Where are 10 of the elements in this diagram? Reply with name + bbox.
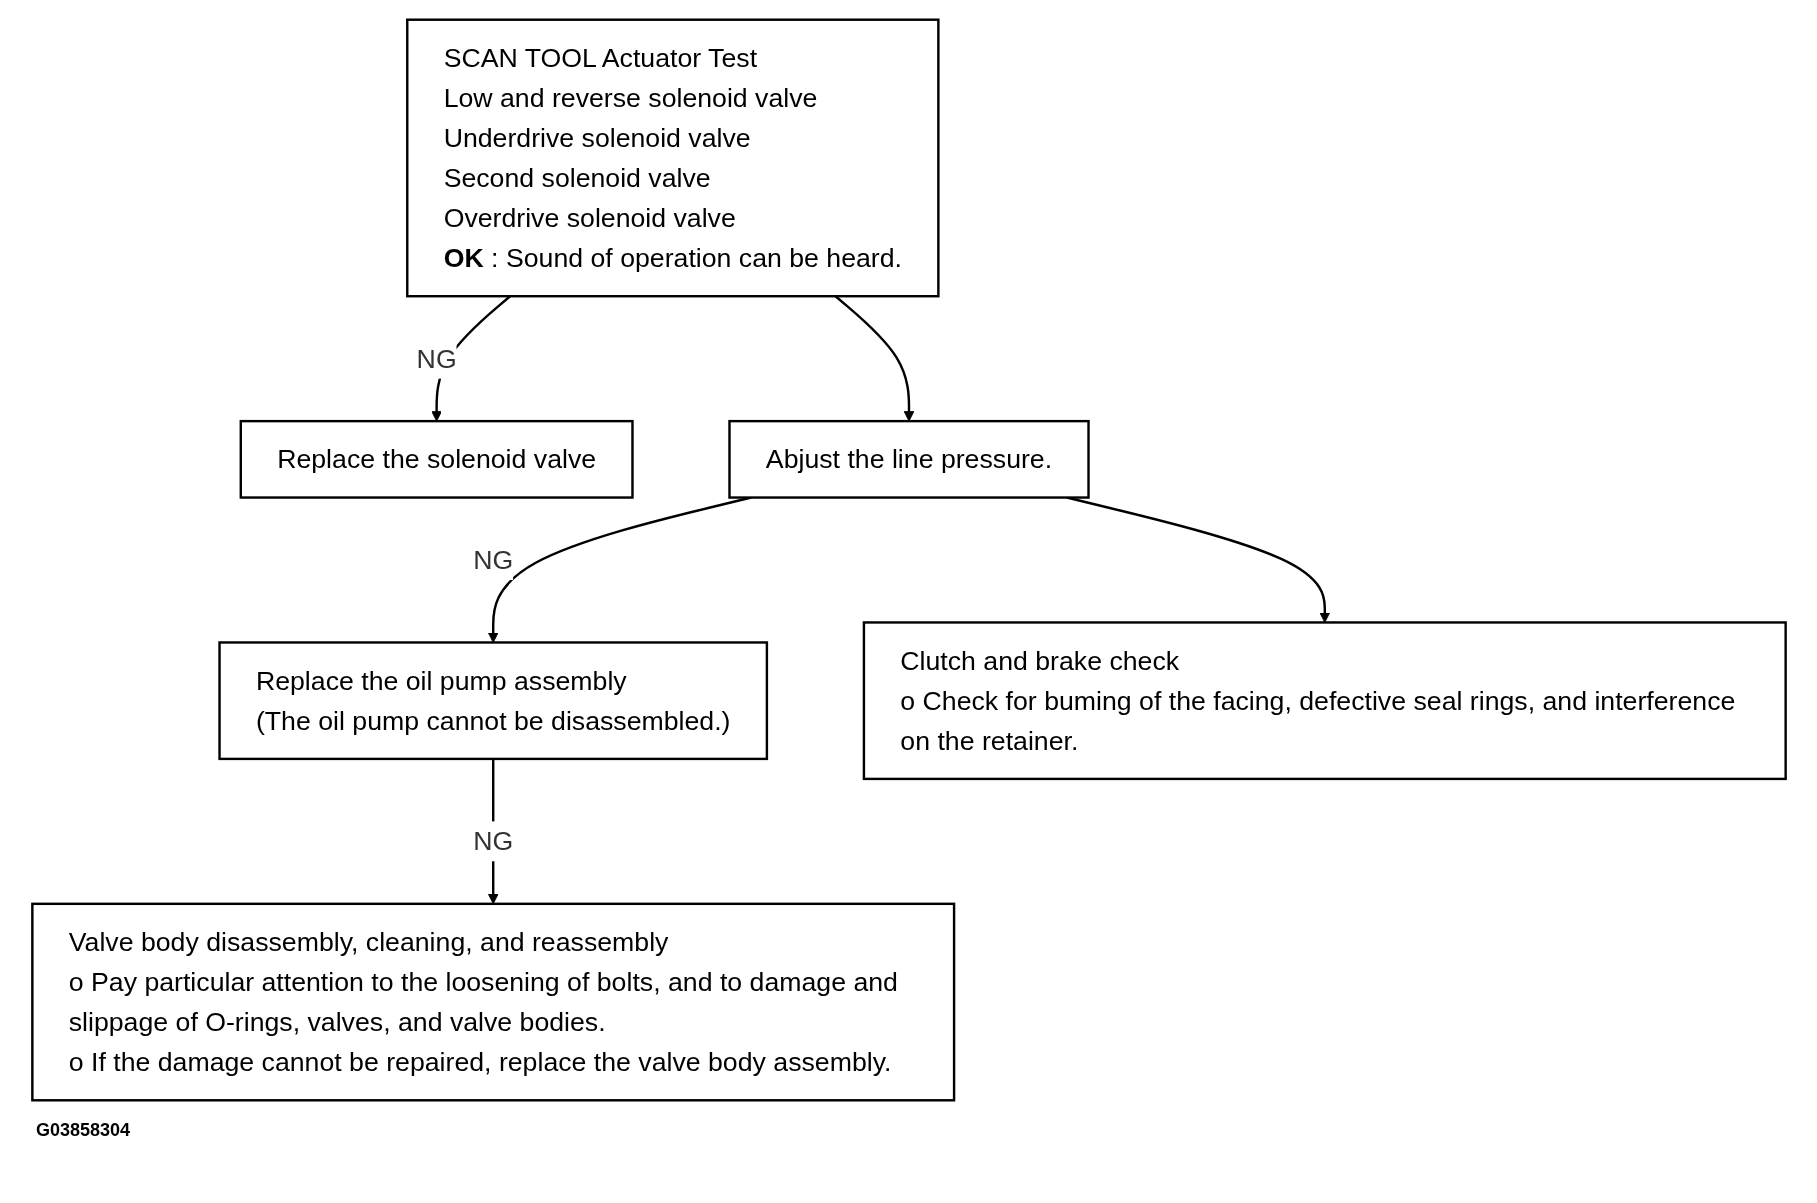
node-box: Abjust the line pressure. xyxy=(727,419,1090,499)
node-box: Clutch and brake check o Check for buming of the facing, defective seal rings, and interference on the retainer. xyxy=(862,621,1787,781)
edge-label: NG xyxy=(472,826,513,857)
figure-code: G03858304 xyxy=(36,1120,132,1141)
edge-label: NG xyxy=(416,343,457,374)
node-box: Replace the solenoid valve xyxy=(239,419,634,499)
node-box: Valve body disassembly, cleaning, and reassembly o Pay particular attention to the loosening of bolts, and to damage and slippage of O-rings, valves, and valve bodies. o If the damage cannot be repaired, replace the valve body assembly. xyxy=(30,902,955,1102)
edge-label: NG xyxy=(472,544,513,576)
node-box: Replace the oil pump assembly (The oil pump cannot be disassembled.) xyxy=(217,641,768,761)
node-box: SCAN TOOL Actuator Test Low and reverse solenoid valve Underdrive solenoid valve Second solenoid valve Overdrive solenoid valve OK : Sound of operation can be heard. xyxy=(405,18,940,298)
